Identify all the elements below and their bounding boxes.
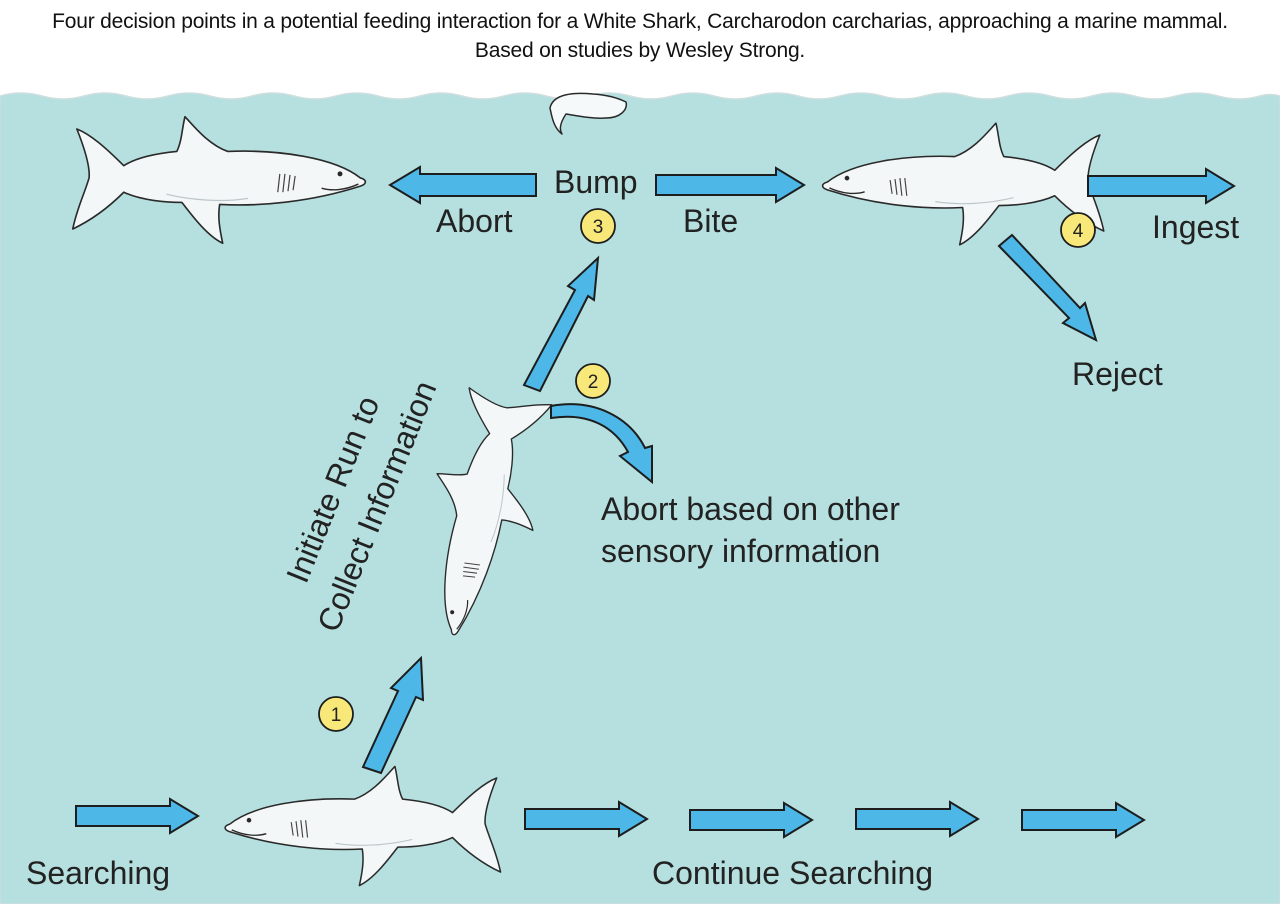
decision-point-4-label: 4: [1073, 221, 1084, 242]
continue-arrow-2: [689, 801, 814, 839]
bite-arrow: [655, 166, 806, 204]
searching-label: Searching: [26, 855, 170, 891]
ingest-label: Ingest: [1152, 209, 1239, 245]
abort-arrow: [388, 165, 537, 205]
continue-arrow-1: [524, 800, 649, 838]
decision-point-1-marker: [318, 696, 354, 732]
initiate-run-arrow-upper: [522, 255, 600, 393]
continue-searching-label: Continue Searching: [652, 855, 933, 891]
caption-line-2: Based on studies by Wesley Strong.: [474, 39, 806, 62]
continue-arrow-3: [855, 800, 980, 838]
initiate-run-arrow-lower: [361, 655, 425, 775]
decision-point-2-marker: [575, 363, 611, 399]
bite-label: Bite: [683, 203, 738, 239]
decision-point-2-label: 2: [588, 372, 599, 393]
decision-point-3-label: 3: [593, 217, 604, 238]
continue-arrow-4: [1021, 801, 1146, 839]
ingest-arrow: [1087, 167, 1236, 205]
abort-sensory-arrow: [550, 403, 653, 485]
water-background: [0, 92, 1280, 904]
caption-line-1: Four decision points in a potential feed…: [52, 10, 1228, 33]
decision-point-4-marker: [1060, 212, 1096, 248]
searching-arrow: [75, 797, 200, 835]
decision-point-3-marker: [580, 208, 616, 244]
abort-label: Abort: [436, 203, 513, 239]
reject-label: Reject: [1072, 356, 1163, 392]
abort-sensory-label-line1: Abort based on other: [601, 491, 900, 527]
bump-label: Bump: [554, 164, 638, 200]
abort-sensory-label-line2: sensory information: [601, 533, 880, 569]
reject-arrow: [997, 233, 1098, 342]
decision-point-1-label: 1: [331, 705, 342, 726]
